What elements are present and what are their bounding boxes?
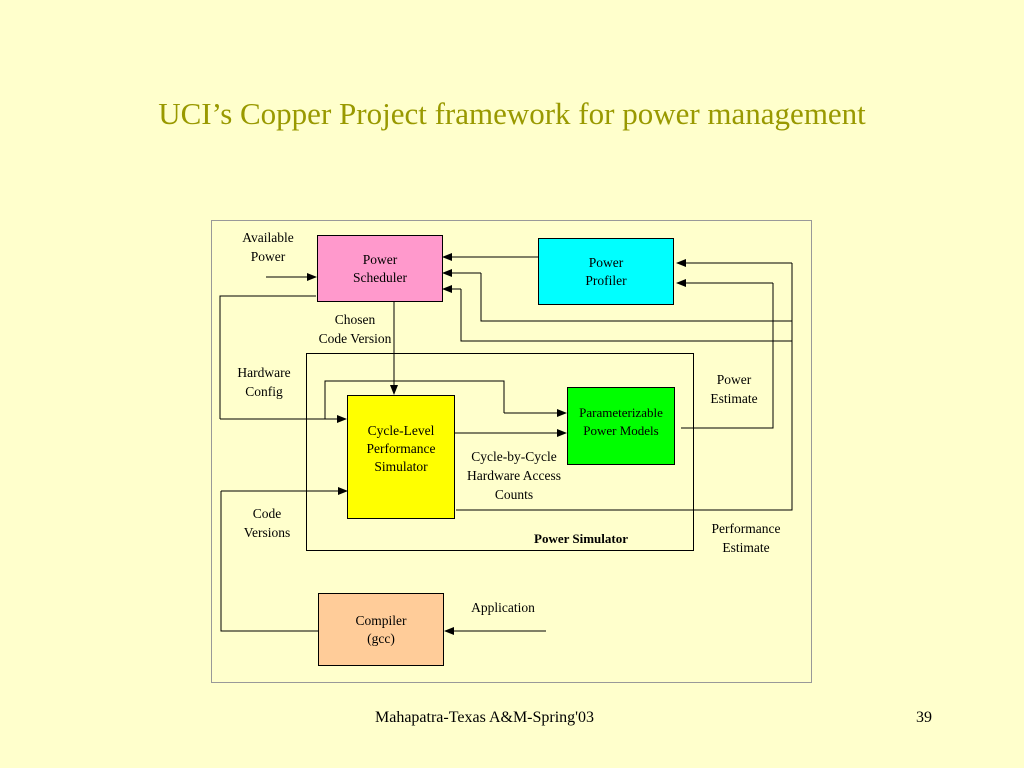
footer-text: Mahapatra-Texas A&M-Spring'03 — [375, 709, 595, 726]
cycle-by-cycle-line3: Counts — [494, 487, 534, 502]
chosen-code-version-label: Chosen Code Version — [301, 310, 409, 348]
performance-estimate-line2: Estimate — [722, 540, 770, 555]
compiler-line2: (gcc) — [367, 630, 395, 646]
chosen-code-line2: Code Version — [318, 331, 392, 346]
diagram-frame — [211, 220, 812, 683]
performance-estimate-label: Performance Estimate — [699, 519, 793, 557]
hardware-config-line2: Config — [245, 384, 283, 399]
power-estimate-line1: Power — [716, 372, 752, 387]
power-scheduler-line2: Scheduler — [353, 269, 407, 285]
feedback-mid-line — [480, 273, 792, 322]
page-number: 39 — [916, 709, 932, 726]
sim-to-models-top-line — [324, 380, 505, 419]
parameterizable-models-box: Parameterizable Power Models — [567, 387, 675, 465]
power-scheduler-line1: Power — [362, 251, 398, 267]
models-line1: Parameterizable — [579, 405, 663, 420]
application-label: Application — [471, 600, 535, 615]
cycle-level-simulator-box: Cycle-Level Performance Simulator — [347, 395, 455, 519]
feedback-low-line — [460, 289, 792, 342]
chosen-code-line1: Chosen — [334, 312, 376, 327]
hardware-config-line1: Hardware — [237, 365, 291, 380]
power-profiler-line2: Profiler — [585, 272, 627, 288]
compiler-box: Compiler (gcc) — [318, 593, 444, 666]
available-power-label: Available Power — [229, 228, 307, 266]
feedback-loop-outer — [456, 263, 793, 511]
code-versions-line2: Versions — [243, 525, 291, 540]
power-simulator-region — [306, 353, 694, 551]
power-estimate-label: Power Estimate — [699, 370, 769, 408]
power-estimate-line — [681, 283, 774, 429]
code-versions-line — [220, 491, 318, 632]
simulator-line2: Performance — [366, 441, 436, 456]
available-power-line2: Power — [250, 249, 286, 264]
cycle-by-cycle-line1: Cycle-by-Cycle — [471, 449, 557, 464]
power-scheduler-box: Power Scheduler — [317, 235, 443, 302]
cycle-by-cycle-line2: Hardware Access — [466, 468, 562, 483]
diagram-connectors — [211, 220, 812, 683]
code-versions-line1: Code — [252, 506, 282, 521]
power-profiler-line1: Power — [588, 254, 624, 270]
hardware-config-line — [219, 295, 316, 419]
framework-diagram: Power Scheduler Power Profiler Cycle-Lev… — [211, 220, 812, 683]
simulator-line3: Simulator — [374, 459, 428, 474]
models-line2: Power Models — [583, 423, 659, 438]
power-simulator-label: Power Simulator — [534, 531, 628, 546]
power-profiler-box: Power Profiler — [538, 238, 674, 305]
hardware-access-counts-label: Cycle-by-Cycle Hardware Access Counts — [455, 447, 573, 504]
compiler-line1: Compiler — [355, 612, 407, 628]
power-estimate-line2: Estimate — [710, 391, 758, 406]
available-power-line1: Available — [242, 230, 294, 245]
hardware-config-label: Hardware Config — [225, 363, 303, 401]
simulator-line1: Cycle-Level — [367, 423, 435, 438]
code-versions-label: Code Versions — [229, 504, 305, 542]
performance-estimate-line1: Performance — [711, 521, 781, 536]
slide-title: UCI’s Copper Project framework for power… — [158, 96, 866, 131]
